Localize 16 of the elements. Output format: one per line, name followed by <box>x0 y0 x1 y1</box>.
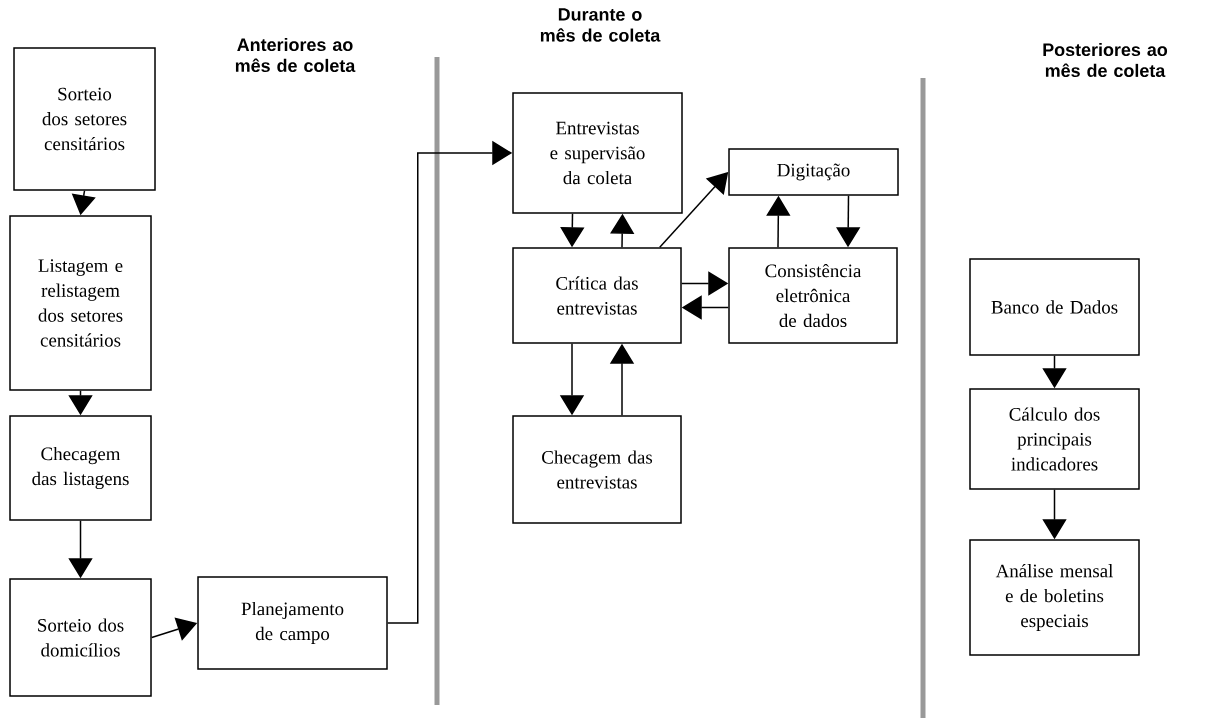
process-box: Análise mensal e de boletins especiais <box>969 539 1140 656</box>
process-box: Cálculo dos principais indicadores <box>969 388 1140 490</box>
process-box: Consistência eletrônica de dados <box>728 247 898 344</box>
process-box: Checagem das listagens <box>9 415 152 521</box>
process-box: Digitação <box>728 148 899 196</box>
column-heading: Anteriores ao mês de coleta <box>235 37 356 73</box>
process-box: Planejamento de campo <box>197 576 388 670</box>
process-box: Entrevistas e supervisão da coleta <box>512 92 683 214</box>
process-box: Sorteio dos setores censitários <box>13 47 156 191</box>
process-box: Banco de Dados <box>969 258 1140 356</box>
process-box: Checagem das entrevistas <box>512 415 682 524</box>
column-heading: Durante o mês de coleta <box>540 8 661 42</box>
process-box: Crítica das entrevistas <box>512 247 682 344</box>
column-heading: Posteriores ao mês de coleta <box>1043 42 1168 78</box>
process-box: Sorteio dos domicílios <box>9 578 152 697</box>
process-box: Listagem e relistagem dos setores censitários <box>9 215 152 391</box>
